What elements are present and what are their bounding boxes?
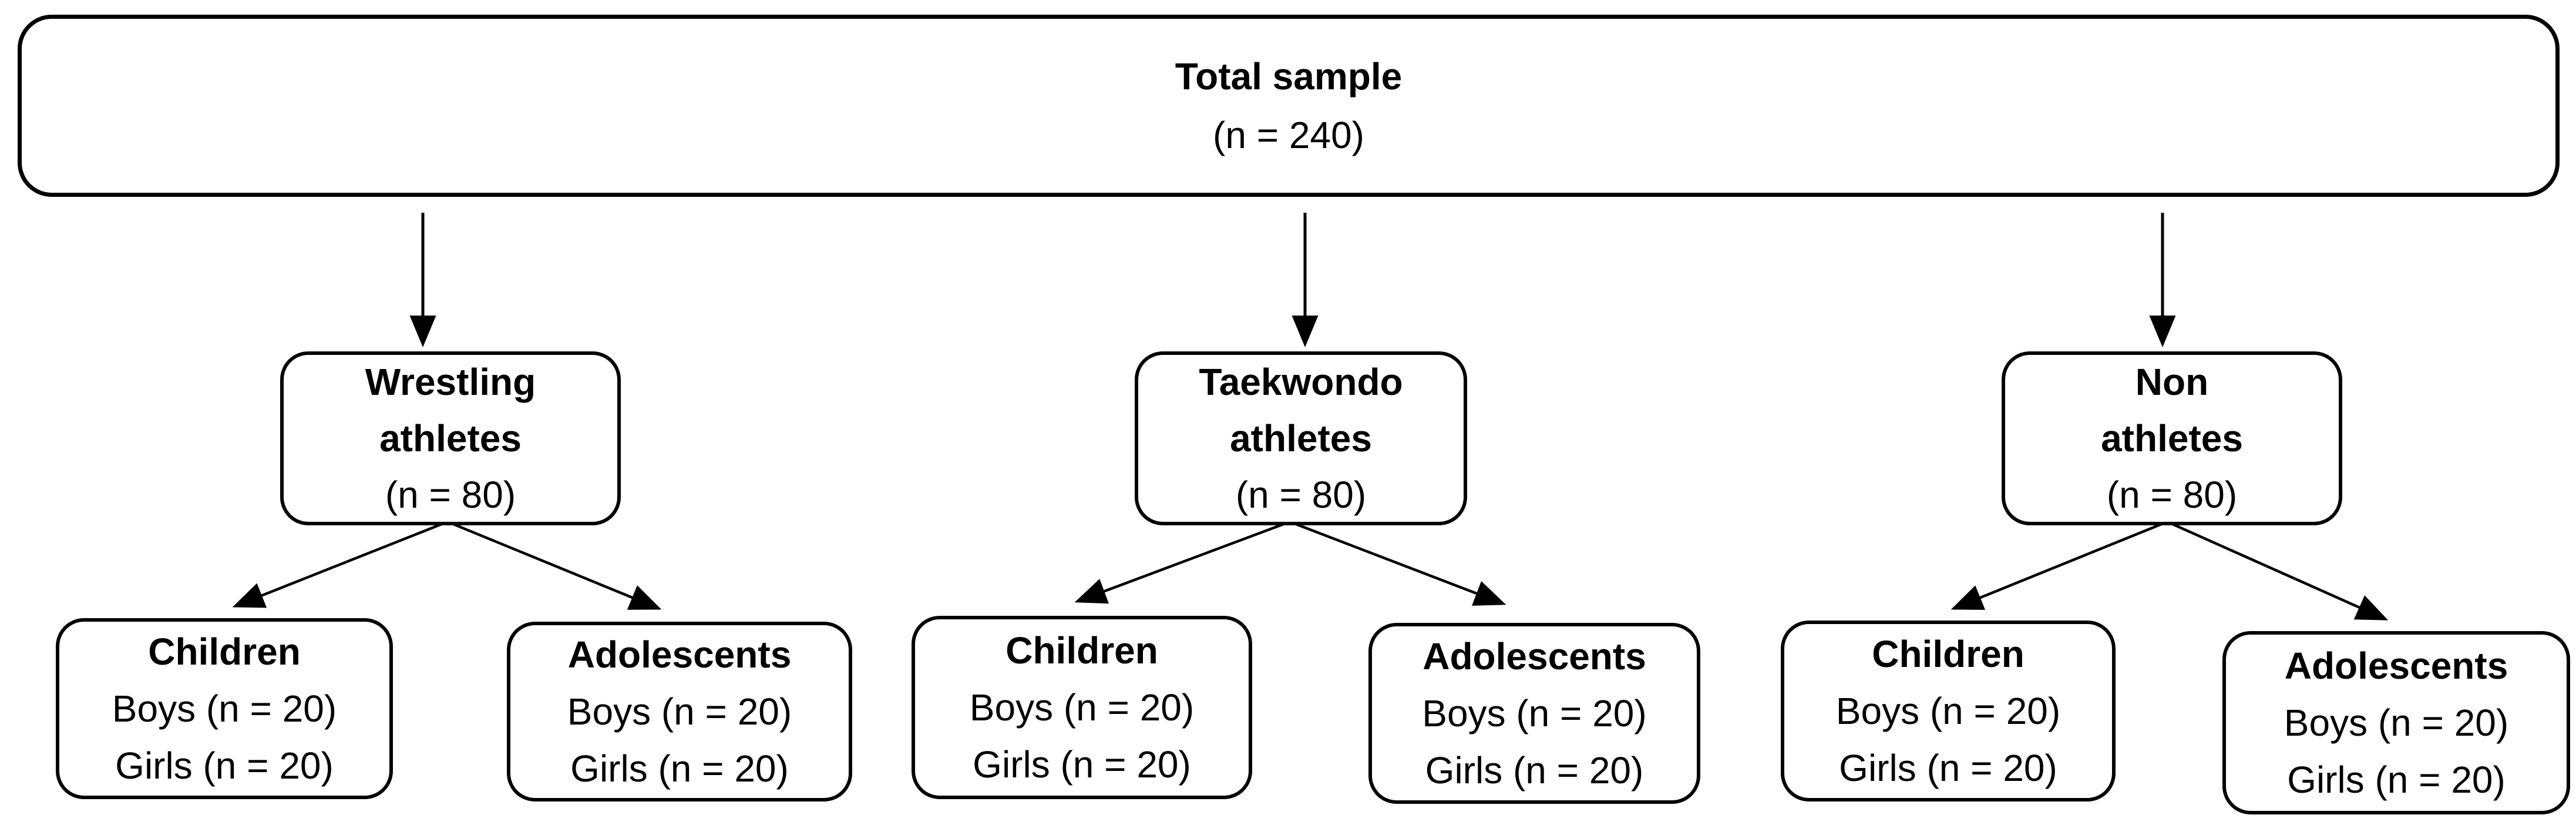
node-count: (n = 80) xyxy=(2106,474,2238,516)
node-title: Adolescents xyxy=(567,633,792,676)
node-taekwondo-athletes: Taekwondo athletes (n = 80) xyxy=(1135,351,1467,525)
node-line: Girls (n = 20) xyxy=(1839,746,2057,789)
node-taekwondo-children: Children Boys (n = 20) Girls (n = 20) xyxy=(912,616,1252,799)
node-line: Girls (n = 20) xyxy=(115,744,334,787)
node-title: Children xyxy=(1005,629,1158,672)
node-line: Boys (n = 20) xyxy=(2284,701,2509,744)
arrow-non-athletes-to-adolescents xyxy=(2167,520,2389,621)
node-taekwondo-adolescents: Adolescents Boys (n = 20) Girls (n = 20) xyxy=(1368,623,1700,804)
node-line: Girls (n = 20) xyxy=(2287,758,2506,801)
arrow-wrestling-to-adolescents xyxy=(447,520,662,610)
node-title: athletes xyxy=(2101,417,2243,460)
arrow-taekwondo-to-adolescents xyxy=(1289,520,1506,606)
node-line: Boys (n = 20) xyxy=(567,690,792,733)
node-title: Wrestling xyxy=(365,361,536,403)
node-total-sample: Total sample (n = 240) xyxy=(18,15,2560,197)
node-wrestling-children: Children Boys (n = 20) Girls (n = 20) xyxy=(56,618,393,799)
arrow-non-athletes-to-children xyxy=(1951,520,2168,610)
node-title: Children xyxy=(148,630,301,673)
node-count: (n = 80) xyxy=(1235,474,1367,516)
node-title: Total sample xyxy=(1175,55,1403,98)
arrow-wrestling-to-children xyxy=(232,520,448,608)
node-line: Boys (n = 20) xyxy=(1422,692,1647,735)
node-wrestling-athletes: Wrestling athletes (n = 80) xyxy=(280,351,621,525)
node-line: Boys (n = 20) xyxy=(1835,689,2061,732)
node-line: Boys (n = 20) xyxy=(969,686,1195,729)
node-title: Children xyxy=(1872,632,2025,675)
node-title: athletes xyxy=(379,417,522,460)
node-line: Boys (n = 20) xyxy=(112,687,337,730)
node-title: Non xyxy=(2135,361,2209,403)
node-wrestling-adolescents: Adolescents Boys (n = 20) Girls (n = 20) xyxy=(507,622,852,801)
node-title: Adolescents xyxy=(2284,644,2508,687)
node-count: (n = 240) xyxy=(1213,114,1364,156)
arrow-taekwondo-to-children xyxy=(1074,520,1290,604)
node-title: athletes xyxy=(1230,417,1372,460)
node-title: Adolescents xyxy=(1422,635,1646,678)
node-line: Girls (n = 20) xyxy=(570,747,789,790)
node-line: Girls (n = 20) xyxy=(1425,749,1644,792)
node-non-athletes-children: Children Boys (n = 20) Girls (n = 20) xyxy=(1781,621,2116,801)
node-non-athletes-adolescents: Adolescents Boys (n = 20) Girls (n = 20) xyxy=(2222,631,2570,814)
node-line: Girls (n = 20) xyxy=(973,743,1191,786)
node-non-athletes: Non athletes (n = 80) xyxy=(2002,351,2342,525)
node-title: Taekwondo xyxy=(1199,361,1403,403)
node-count: (n = 80) xyxy=(385,474,516,516)
